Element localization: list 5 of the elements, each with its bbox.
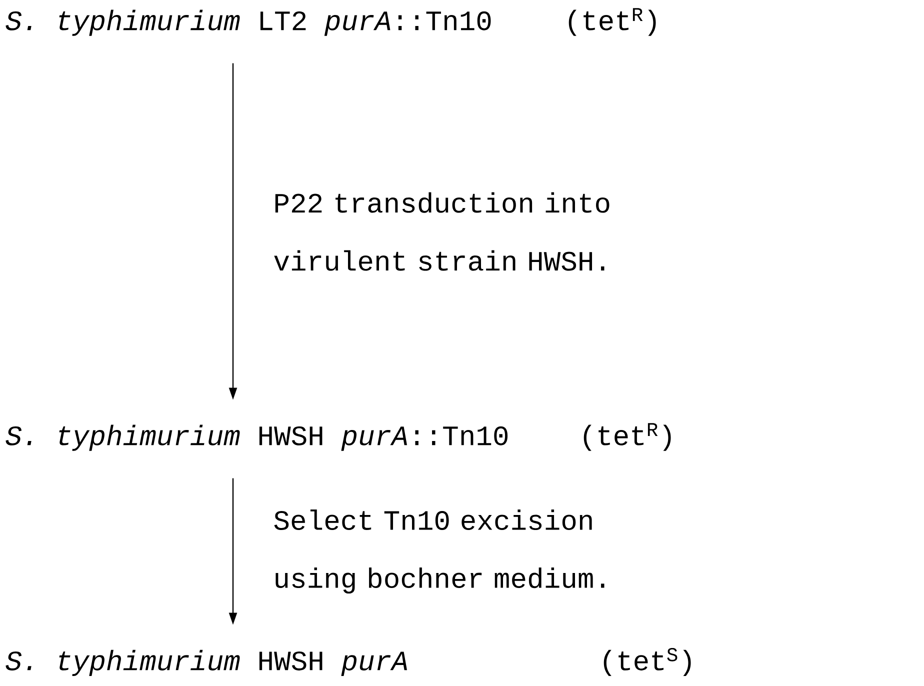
edge-label: P22 transduction into virulent strain HWSH. [274,192,610,271]
strain-label: S. typhimurium HWSH purA::Tn10 (tet$^{R}$) [6,423,671,451]
edge-label: Select Tn10 excision using bochner medium. [274,509,604,594]
strain-label: S. typhimurium HWSH purA (tet$^{S}$) [6,648,691,676]
strain-label: S. typhimurium LT2 purA::Tn10 (tet$^{R}$) [6,8,656,36]
